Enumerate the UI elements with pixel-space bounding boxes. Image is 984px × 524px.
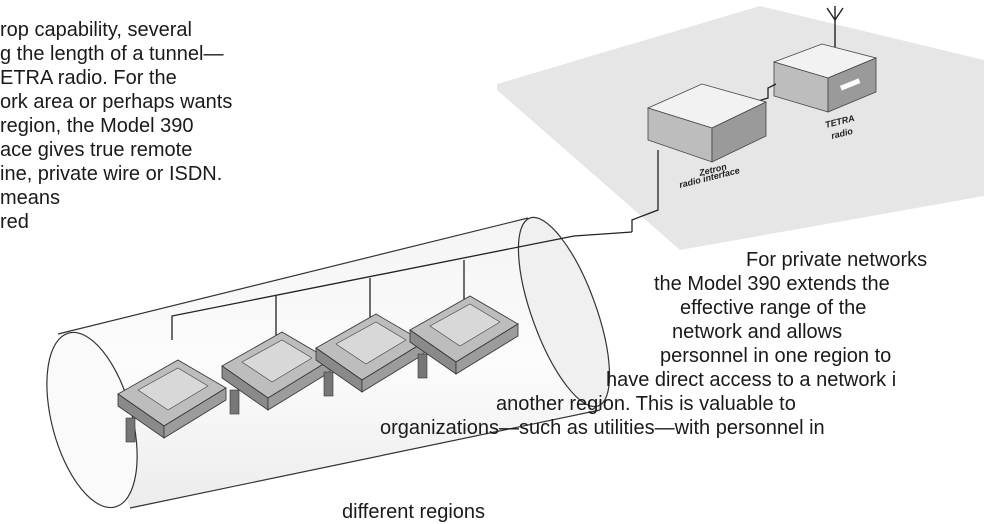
right-text-line: the Model 390 extends the	[654, 273, 890, 295]
radio-interface-icon	[646, 83, 768, 163]
tetra-radio-icon	[772, 43, 878, 113]
left-text-line: means	[0, 187, 61, 209]
right-text-line: have direct access to a network i	[606, 369, 897, 391]
interface-cable	[631, 150, 659, 232]
right-text-line: organizations—such as utilities—with per…	[380, 417, 825, 439]
left-text-line: ine, private wire or ISDN.	[0, 163, 223, 185]
right-text-line: personnel in one region to	[660, 345, 892, 367]
left-text-line: red	[0, 211, 29, 233]
left-text-line: ace gives true remote	[0, 139, 193, 161]
right-text-line: network and allows	[672, 321, 843, 343]
right-text-line: For private networks	[746, 249, 928, 271]
right-text-line: different regions	[342, 501, 486, 523]
left-text-line: g the length of a tunnel—	[0, 43, 224, 65]
right-text-line: another region. This is valuable to	[496, 393, 796, 415]
dispatch-console-icon	[409, 295, 519, 379]
left-text-line: ork area or perhaps wants	[0, 91, 233, 113]
left-text-line: ETRA radio. For the	[0, 67, 177, 89]
bus-line	[171, 235, 575, 340]
dispatch-console-icon	[221, 331, 331, 415]
antenna-icon	[826, 6, 844, 48]
left-text-line: region, the Model 390	[0, 115, 194, 137]
dispatch-console-icon	[117, 359, 227, 443]
right-text-line: effective range of the	[680, 297, 867, 319]
left-text-line: rop capability, several	[0, 19, 192, 41]
